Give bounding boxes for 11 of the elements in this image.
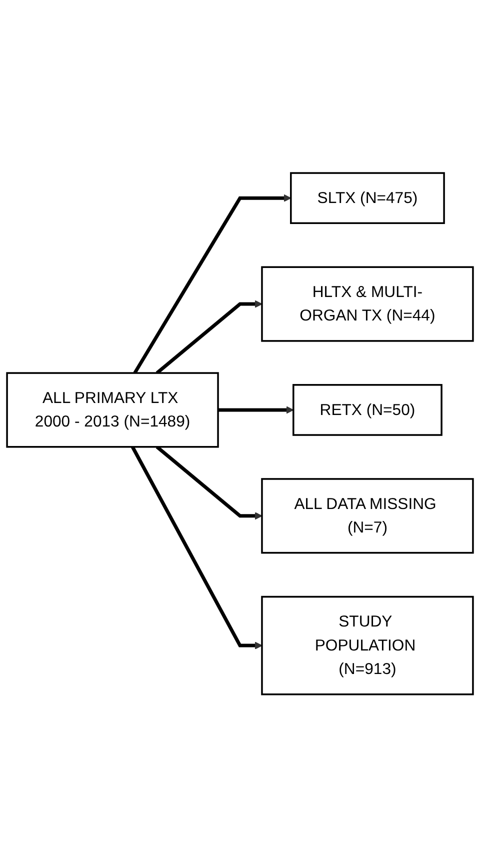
node-box: ALL DATA MISSING (N=7)	[261, 478, 474, 554]
node-box: RETX (N=50)	[292, 384, 442, 436]
node-box: STUDY POPULATION (N=913)	[261, 596, 474, 696]
arrow	[156, 300, 262, 375]
node-box: HLTX & MULTI-ORGAN TX (N=44)	[261, 266, 474, 342]
arrow	[218, 406, 294, 414]
arrow	[156, 446, 262, 520]
node-box: SLTX (N=475)	[290, 172, 445, 224]
arrow	[130, 446, 262, 650]
arrow	[133, 194, 292, 374]
node-box: ALL PRIMARY LTX 2000 - 2013 (N=1489)	[6, 372, 219, 448]
